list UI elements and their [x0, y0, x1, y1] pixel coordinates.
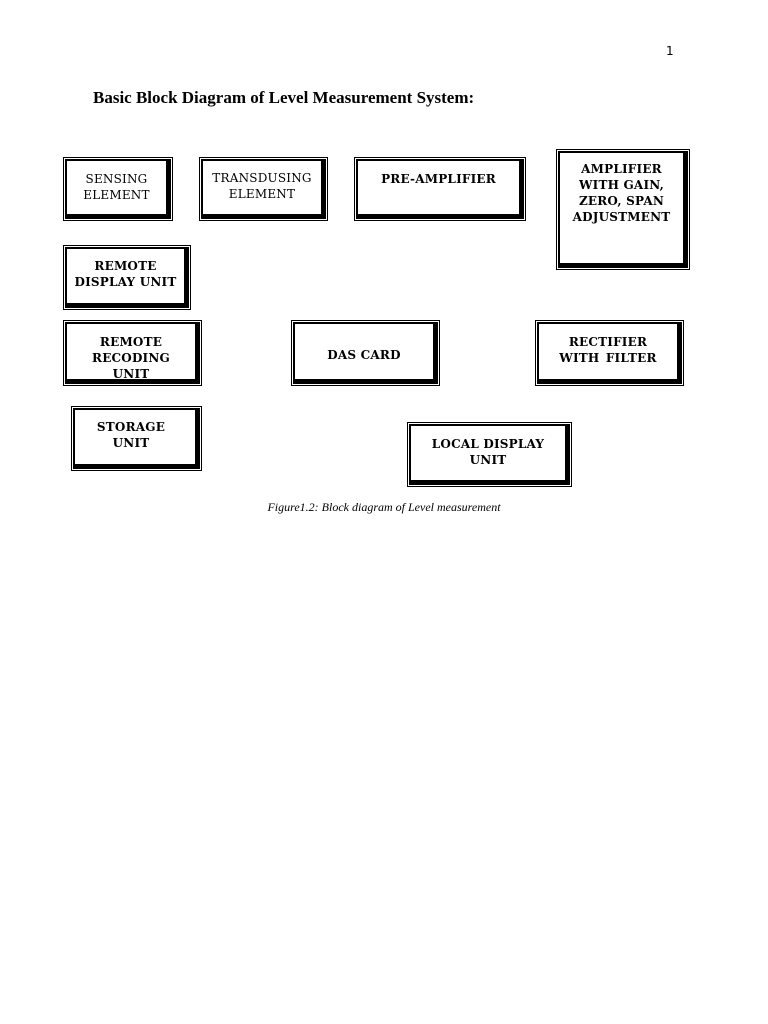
block-label: LOCAL DISPLAY UNIT — [431, 437, 545, 467]
block-label: DAS CARD — [327, 348, 401, 362]
block-label: SENSING ELEMENT — [83, 172, 150, 202]
block-remote-display-unit: REMOTE DISPLAY UNIT — [65, 247, 189, 308]
block-label: RECTIFIER WITH FILTER — [559, 335, 657, 365]
block-rectifier-with-filter: RECTIFIER WITH FILTER — [537, 322, 682, 384]
block-pre-amplifier: PRE-AMPLIFIER — [356, 159, 524, 219]
page-number: 1 — [666, 44, 674, 58]
block-amplifier: AMPLIFIER WITH GAIN, ZERO, SPAN ADJUSTME… — [558, 151, 688, 268]
block-remote-recording-unit: REMOTE RECODING UNIT — [65, 322, 200, 384]
block-label: REMOTE DISPLAY UNIT — [74, 259, 177, 289]
block-label: REMOTE RECODING UNIT — [92, 335, 170, 381]
block-das-card: DAS CARD — [293, 322, 438, 384]
figure-caption: Figure1.2: Block diagram of Level measur… — [267, 500, 501, 514]
block-label: STORAGE UNIT — [96, 420, 166, 450]
block-local-display-unit: LOCAL DISPLAY UNIT — [409, 424, 570, 485]
block-sensing-element: SENSING ELEMENT — [65, 159, 171, 219]
block-transducing-element: TRANSDUSING ELEMENT — [201, 159, 326, 219]
block-label: AMPLIFIER WITH GAIN, ZERO, SPAN ADJUSTME… — [572, 162, 671, 224]
block-label: PRE-AMPLIFIER — [381, 172, 496, 186]
block-label: TRANSDUSING ELEMENT — [212, 171, 312, 201]
page-title: Basic Block Diagram of Level Measurement… — [93, 88, 475, 107]
block-storage-unit: STORAGE UNIT — [73, 408, 200, 469]
